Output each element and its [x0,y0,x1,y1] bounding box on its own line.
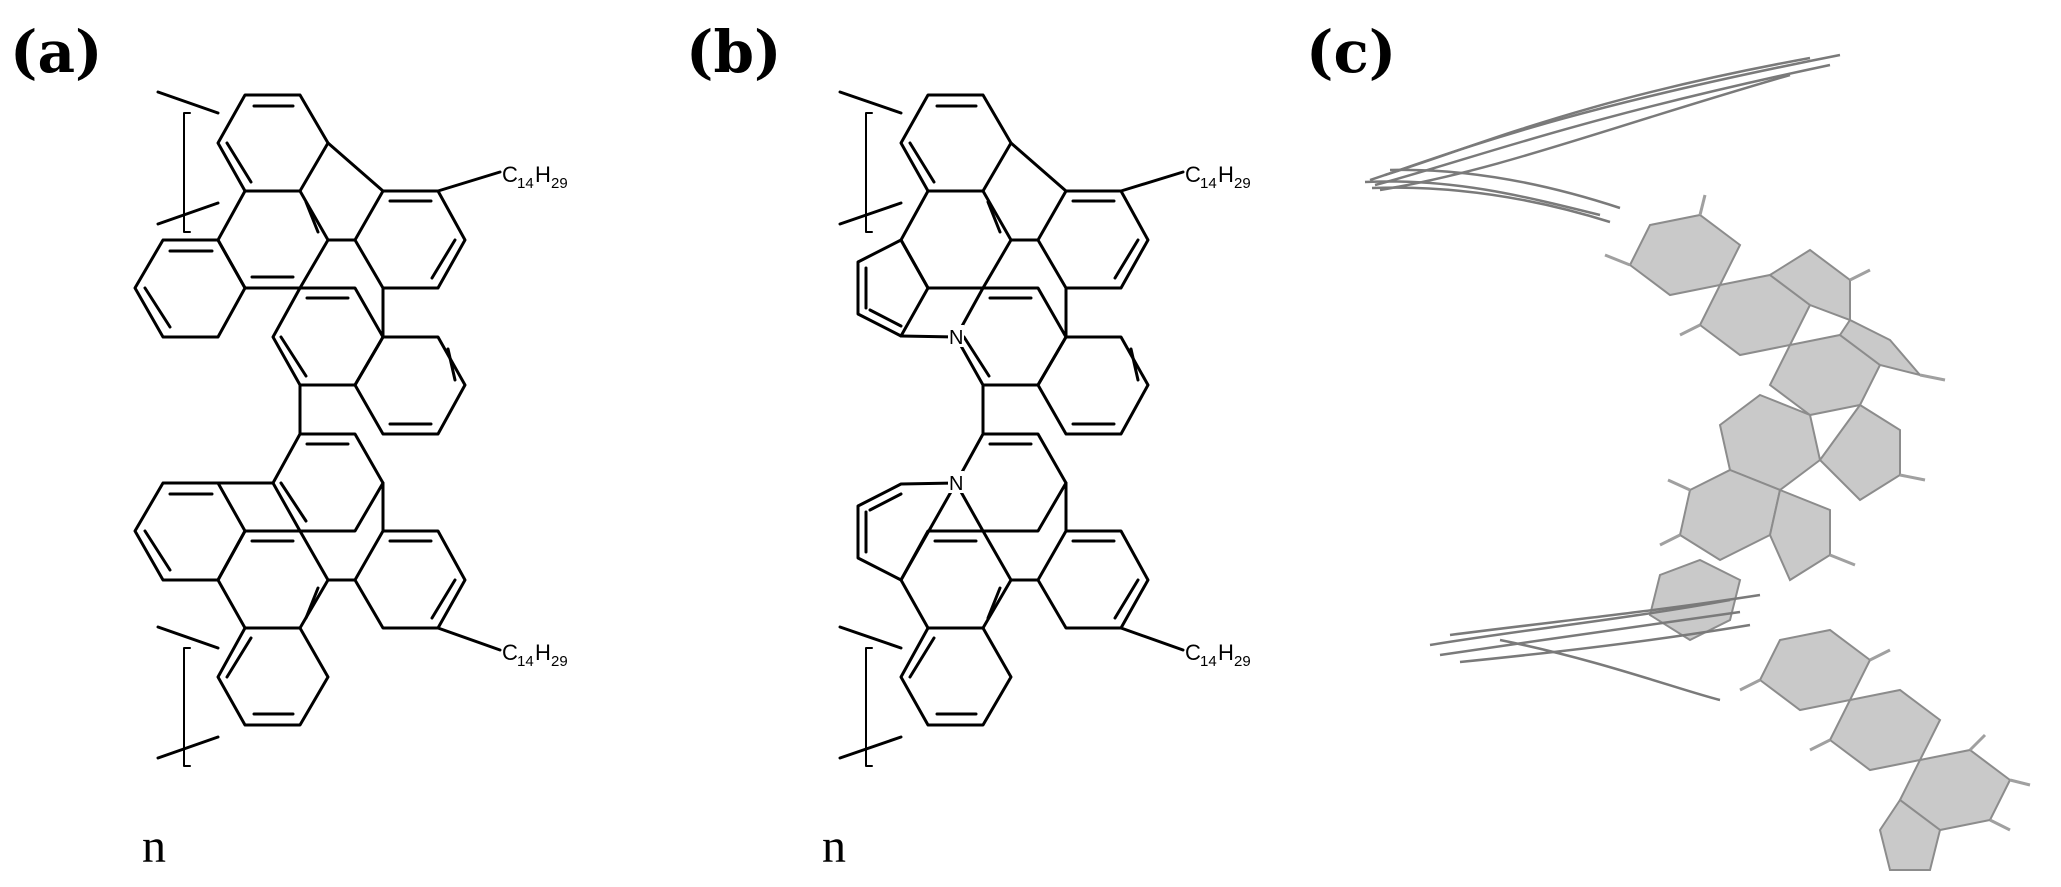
ring-b-9 [899,529,1013,630]
svg-text:H: H [535,162,551,187]
ring-a-7 [271,432,385,533]
svg-text:C: C [1185,640,1201,665]
svg-text:C: C [1185,162,1201,187]
ribbon-c-upper [1364,53,1841,224]
substituent-b-top: C 14 H 29 [1185,162,1251,192]
ribbon-c-lower [1429,593,1761,702]
bond-b-bot-1 [838,625,903,650]
svg-text:29: 29 [551,175,568,192]
ribbon-c-hydrogens [1604,194,1946,567]
ring-b-4 [954,286,1068,387]
n-atom-bg-top [948,325,964,347]
ring-b-6 [1036,335,1150,436]
svg-text:H: H [1218,162,1234,187]
ribbon-c-bottom [1758,628,2012,871]
bond-b-sub-2 [1119,626,1185,652]
ring-a-2 [216,189,330,290]
ring-a-9 [216,529,330,630]
bond-a-bot-1 [156,625,220,650]
svg-text:14: 14 [517,175,534,192]
bond-b-sub-1 [1119,170,1185,193]
ring-b-10 [1036,529,1150,630]
ring-b-bottom [899,626,1013,727]
bond-a-sub-2 [436,626,502,652]
n-atom-top: N [949,327,963,349]
substituent-b-bottom: C 14 H 29 [1185,640,1251,670]
ring-b-7 [954,432,1068,533]
ring-a-3 [133,238,247,339]
bracket-a-bottom [183,647,191,767]
substituent-a-bottom: C 14 H 29 [502,640,568,670]
ribbon-model-c [1364,53,2031,871]
ring-a-bottom [216,626,330,727]
bond-b-bot-2 [838,735,903,760]
n-atom-bottom: N [949,473,963,495]
svg-text:C: C [502,640,518,665]
substituent-a-top: C 14 H 29 [502,162,568,192]
ring-a-top [216,93,330,193]
ring-b-top [899,93,1013,193]
panel-label-b: (b) [686,18,781,86]
structure-b [838,90,1185,767]
pyrrole-b-top [856,238,930,338]
ring-a-6 [353,335,467,436]
ring-b-5 [1036,189,1150,290]
ribbon-c-hydrogens-bottom [1739,648,2031,832]
bond-a-top-2 [156,201,220,226]
repeat-index-b: n [822,820,846,873]
panel-label-c: (c) [1306,18,1396,86]
bracket-b-bottom [865,647,873,767]
bracket-b-top [865,112,873,233]
ring-a-4 [271,286,385,387]
structure-a [133,90,502,767]
svg-text:29: 29 [1234,175,1251,192]
panel-label-a: (a) [10,18,102,86]
svg-text:29: 29 [1234,653,1251,670]
svg-text:14: 14 [1200,653,1217,670]
ring-a-10 [353,529,467,630]
svg-text:29: 29 [551,653,568,670]
bond-a-sub-1 [436,170,502,193]
svg-text:C: C [502,162,518,187]
ring-b-2 [899,189,1013,290]
bracket-a-top [183,112,191,233]
ring-a-5 [353,189,467,290]
repeat-index-a: n [142,820,166,873]
ribbon-c-middle [1628,213,1923,642]
svg-text:14: 14 [517,653,534,670]
svg-text:14: 14 [1200,175,1217,192]
bond-a-bot-2 [156,735,220,760]
svg-text:H: H [1218,640,1234,665]
ring-a-8 [133,481,247,582]
bond-a-top-1 [156,90,220,115]
n-atom-bg-bottom [948,471,964,493]
bond-b-top-1 [838,90,903,115]
bond-b-top-2 [838,201,903,226]
svg-text:H: H [535,640,551,665]
